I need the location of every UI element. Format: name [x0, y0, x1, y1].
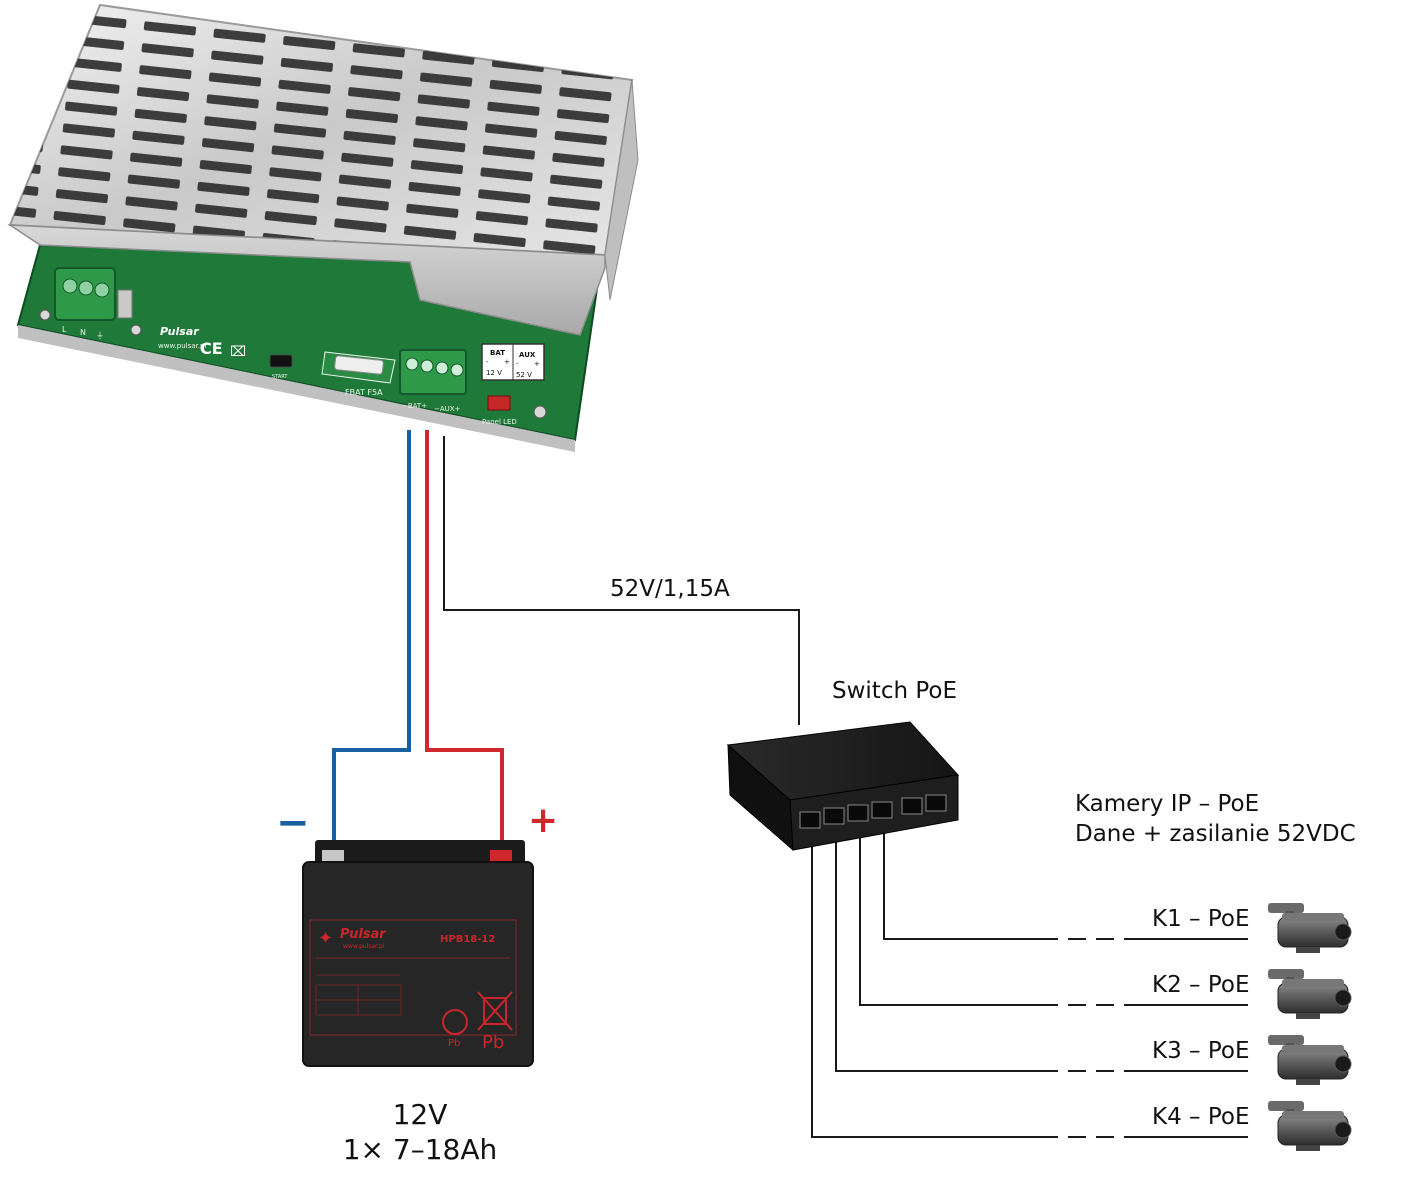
wire-negative: [332, 430, 411, 850]
battery-star-icon: ✦: [318, 928, 333, 949]
start-button: [269, 354, 293, 368]
camera-label-k4: K4 – PoE: [1152, 1104, 1250, 1130]
recycle-label: Pb: [448, 1038, 460, 1049]
indicator-bat-voltage: 12 V: [486, 369, 502, 377]
switch-label: Switch PoE: [832, 678, 958, 704]
cameras-heading-line1: Kamery IP – PoE: [1075, 791, 1260, 817]
camera-label-k2: K2 – PoE: [1152, 972, 1250, 998]
battery-caption-capacity: 1× 7–18Ah: [342, 1133, 498, 1166]
battery: ✦ Pulsar www.pulsar.pl HPB18-12 Pb Pb: [302, 840, 534, 1067]
psu-website: www.pulsar.pl: [158, 342, 206, 350]
camera-group: [1268, 903, 1352, 1151]
start-button-label: START: [272, 374, 288, 380]
panel-led-connector: [487, 395, 511, 411]
battery-caption-voltage: 12V: [392, 1098, 448, 1131]
indicator-aux-voltage: 52 V: [516, 371, 532, 379]
psu-brand: Pulsar: [160, 325, 199, 338]
battery-fuse: FBAT F5A: [321, 351, 396, 397]
wire-positive: [425, 430, 504, 850]
indicator-aux-minus: -: [516, 360, 519, 368]
wire-k2: [859, 822, 1040, 1006]
wire-k4: [811, 822, 1040, 1138]
indicator-bat-plus: +: [504, 358, 510, 366]
power-line-label: 52V/1,15A: [610, 576, 730, 602]
voltage-indicator-panel: BAT - + 12 V AUX - + 52 V: [481, 343, 545, 381]
terminal-label-aux: −AUX+: [434, 405, 461, 413]
indicator-bat-minus: -: [486, 358, 489, 366]
battery-model: HPB18-12: [440, 934, 495, 945]
indicator-aux-title: AUX: [519, 351, 536, 359]
ce-mark-icon: CE: [200, 339, 223, 358]
psu-metal-cover: [7, 3, 639, 336]
cameras-heading-line2: Dane + zasilanie 52VDC: [1075, 821, 1356, 847]
terminal-label-bat: −BAT+: [402, 402, 427, 410]
fuse-label: FBAT F5A: [345, 388, 383, 397]
output-terminal-block: −BAT+ −AUX+: [399, 349, 467, 413]
mains-terminal-label-ground: ⏚: [96, 331, 104, 340]
battery-terminal-negative: [322, 850, 344, 864]
polarity-negative: −: [276, 800, 310, 846]
mains-terminal-block: L N ⏚: [54, 267, 133, 340]
panel-led-label: Panel LED: [482, 418, 517, 426]
camera-label-k3: K3 – PoE: [1152, 1038, 1250, 1064]
mains-terminal-label-l: L: [62, 325, 67, 334]
battery-website: www.pulsar.pl: [343, 943, 385, 950]
indicator-bat-title: BAT: [490, 349, 505, 357]
switch-ports: [799, 794, 947, 829]
camera-label-k1: K1 – PoE: [1152, 906, 1250, 932]
battery-brand: Pulsar: [340, 927, 387, 942]
wiring: [332, 430, 1248, 1138]
ip-camera-icon: [1268, 903, 1352, 953]
mounting-screw-icon: [533, 405, 547, 419]
polarity-positive: +: [528, 800, 559, 841]
ip-camera-icon: [1268, 1101, 1352, 1151]
wire-aux-52v: [443, 436, 800, 725]
ip-camera-icon: [1268, 969, 1352, 1019]
poe-switch: [726, 721, 959, 852]
indicator-aux-plus: +: [534, 360, 540, 368]
crossed-bin-icon: [477, 991, 513, 1031]
battery-terminal-positive: [490, 850, 512, 864]
wire-k1: [883, 822, 1040, 940]
mains-terminal-label-n: N: [80, 328, 86, 337]
recycle-icon: [442, 1009, 468, 1035]
power-supply-unit: L N ⏚ Pulsar www.pulsar.pl CE ⌧ START FB…: [7, 3, 639, 452]
wire-k3: [835, 822, 1040, 1072]
ip-camera-icon: [1268, 1035, 1352, 1085]
weee-bin-icon: ⌧: [230, 344, 246, 360]
bin-label: Pb: [482, 1032, 504, 1053]
